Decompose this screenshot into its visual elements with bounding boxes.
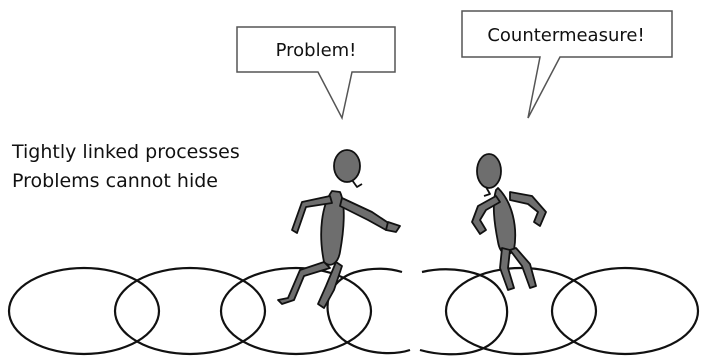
- speech-bubble-countermeasure: [461, 10, 673, 119]
- process-ring-5: [419, 268, 509, 356]
- process-ring-2: [113, 266, 267, 356]
- process-ring-4: [326, 267, 411, 355]
- process-ring-6: [444, 266, 598, 356]
- process-ring-7: [550, 266, 700, 356]
- process-chain: [7, 266, 700, 356]
- figure-problem: [277, 149, 401, 309]
- speech-text-countermeasure: Countermeasure!: [487, 25, 644, 46]
- caption-line-1: Tightly linked processes: [12, 141, 240, 163]
- process-ring-3: [219, 266, 373, 356]
- figure-countermeasure: [471, 153, 547, 291]
- caption-line-2: Problems cannot hide: [12, 170, 218, 192]
- speech-bubble-problem: [236, 26, 396, 121]
- speech-text-problem: Problem!: [276, 40, 357, 61]
- process-ring-1: [7, 266, 161, 356]
